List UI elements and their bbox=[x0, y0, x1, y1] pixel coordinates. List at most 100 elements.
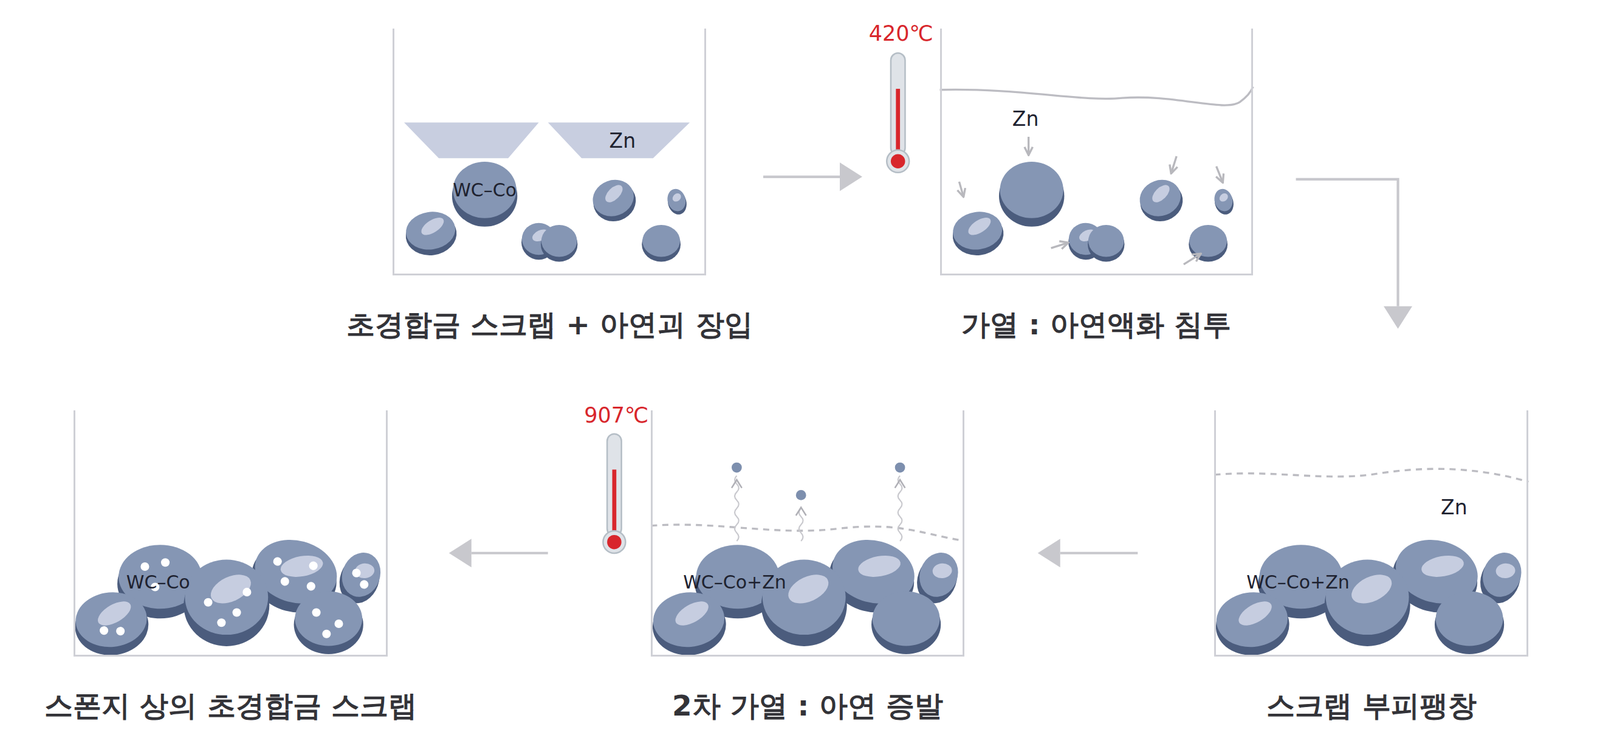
pore bbox=[312, 607, 321, 617]
vapour-trail bbox=[799, 508, 804, 541]
scrap-highlight bbox=[1347, 568, 1397, 609]
pore bbox=[99, 625, 109, 636]
scrap-highlight bbox=[856, 552, 902, 580]
scrap-piece bbox=[452, 161, 518, 227]
process-vessel: 초경합금 스크랩 + 아연괴 장입 bbox=[392, 28, 707, 276]
thermometer-mercury bbox=[890, 154, 906, 169]
process-marks bbox=[602, 52, 1223, 553]
process-arrow bbox=[763, 175, 840, 179]
scrap-piece bbox=[871, 591, 941, 654]
scrap-body bbox=[73, 589, 150, 650]
step-caption: 스크랩 부피팽창 bbox=[1266, 689, 1477, 722]
thermometer-bulb bbox=[886, 150, 910, 173]
pore bbox=[216, 618, 226, 627]
pore bbox=[116, 626, 126, 636]
scrap-piece bbox=[1211, 186, 1237, 217]
pore bbox=[351, 566, 363, 578]
scrap-body bbox=[642, 224, 680, 258]
infiltration-arrow bbox=[1183, 254, 1201, 265]
scrap-body bbox=[294, 591, 363, 646]
material-label: Zn bbox=[1012, 108, 1040, 131]
scrap-highlight bbox=[965, 213, 994, 239]
zinc-ingot bbox=[548, 122, 690, 159]
process-arrow bbox=[1060, 551, 1139, 555]
pore bbox=[334, 619, 343, 628]
scrap-highlight bbox=[932, 562, 953, 579]
infiltration-arrow bbox=[1216, 166, 1223, 182]
scrap-piece bbox=[1188, 224, 1228, 262]
pore bbox=[322, 629, 331, 639]
scrap-body bbox=[1476, 546, 1528, 603]
step-caption: 초경합금 스크랩 + 아연괴 장입 bbox=[346, 308, 753, 341]
scrap-body bbox=[762, 559, 846, 636]
process-vessel: 가열 : 아연액화 침투 bbox=[940, 28, 1254, 276]
arrow-head bbox=[449, 538, 472, 567]
process-vessel: 2차 가열 : 아연 증발 bbox=[650, 410, 965, 657]
scrap-body bbox=[1189, 224, 1227, 258]
scrap-body bbox=[950, 208, 1005, 253]
scrap-body bbox=[184, 559, 268, 636]
scrap-piece bbox=[294, 591, 364, 654]
material-label: Zn bbox=[609, 130, 637, 152]
process-arrow bbox=[471, 551, 549, 555]
thermometer-mercury bbox=[607, 534, 622, 550]
infiltration-arrow bbox=[1051, 243, 1068, 248]
temperature-label: 907℃ bbox=[583, 403, 649, 428]
temperature-label: 420℃ bbox=[868, 21, 934, 46]
infiltration-arrow bbox=[1027, 136, 1030, 155]
scrap-highlight bbox=[1419, 552, 1466, 580]
scrap-highlight bbox=[1234, 596, 1276, 631]
process-arrow bbox=[1296, 179, 1399, 307]
scrap-body bbox=[872, 591, 941, 646]
scrap-piece bbox=[183, 559, 270, 646]
scrap-piece bbox=[72, 588, 151, 658]
scrap-highlight bbox=[602, 181, 626, 205]
scrap-body bbox=[587, 173, 639, 222]
scrap-body bbox=[1134, 173, 1186, 222]
process-vessel: 스폰지 상의 초경합금 스크랩 bbox=[73, 410, 388, 657]
scrap-body bbox=[453, 161, 517, 219]
scrap-piece bbox=[1133, 173, 1188, 228]
scrap-piece bbox=[587, 173, 642, 228]
scrap-piece bbox=[949, 208, 1007, 259]
zinc-vapour bbox=[895, 462, 906, 473]
scrap-highlight bbox=[671, 596, 713, 631]
scrap-body bbox=[1211, 186, 1235, 213]
liquid-zinc-level bbox=[940, 86, 1254, 106]
step-caption: 2차 가열 : 아연 증발 bbox=[672, 689, 944, 722]
pore bbox=[272, 556, 283, 567]
arrow-head bbox=[839, 162, 863, 191]
vapour-trail bbox=[734, 475, 739, 541]
pore bbox=[358, 578, 370, 590]
material-label: WC–Co bbox=[126, 571, 191, 592]
scrap-body bbox=[1000, 161, 1064, 219]
zinc-level bbox=[650, 524, 965, 541]
scrap-highlight bbox=[94, 596, 135, 631]
scrap-piece bbox=[641, 224, 681, 262]
scrap-highlight bbox=[418, 213, 447, 239]
scrap-highlight bbox=[206, 568, 256, 609]
scrap-piece bbox=[649, 588, 728, 658]
pore bbox=[232, 607, 242, 617]
thermometer-bulb bbox=[602, 530, 626, 553]
material-label: WC–Co bbox=[452, 179, 517, 200]
scrap-body bbox=[1088, 224, 1125, 258]
scrap-highlight bbox=[1217, 191, 1230, 203]
infiltration-arrow bbox=[1171, 156, 1177, 173]
arrow-head bbox=[1383, 306, 1413, 329]
process-vessel: 스크랩 부피팽창 bbox=[1214, 410, 1529, 657]
material-label: WC–Co+Zn bbox=[1246, 571, 1350, 592]
vapour-arrow bbox=[731, 479, 742, 488]
pore bbox=[204, 597, 213, 607]
zinc-vapour bbox=[731, 462, 742, 473]
scrap-body bbox=[913, 546, 965, 603]
scrap-highlight bbox=[783, 568, 834, 609]
pore bbox=[242, 587, 251, 597]
material-label: Zn bbox=[1440, 495, 1468, 518]
scrap-body bbox=[1435, 591, 1504, 646]
infiltration-arrow bbox=[958, 181, 964, 197]
scrap-piece bbox=[1212, 588, 1292, 658]
scrap-highlight bbox=[1495, 562, 1517, 579]
